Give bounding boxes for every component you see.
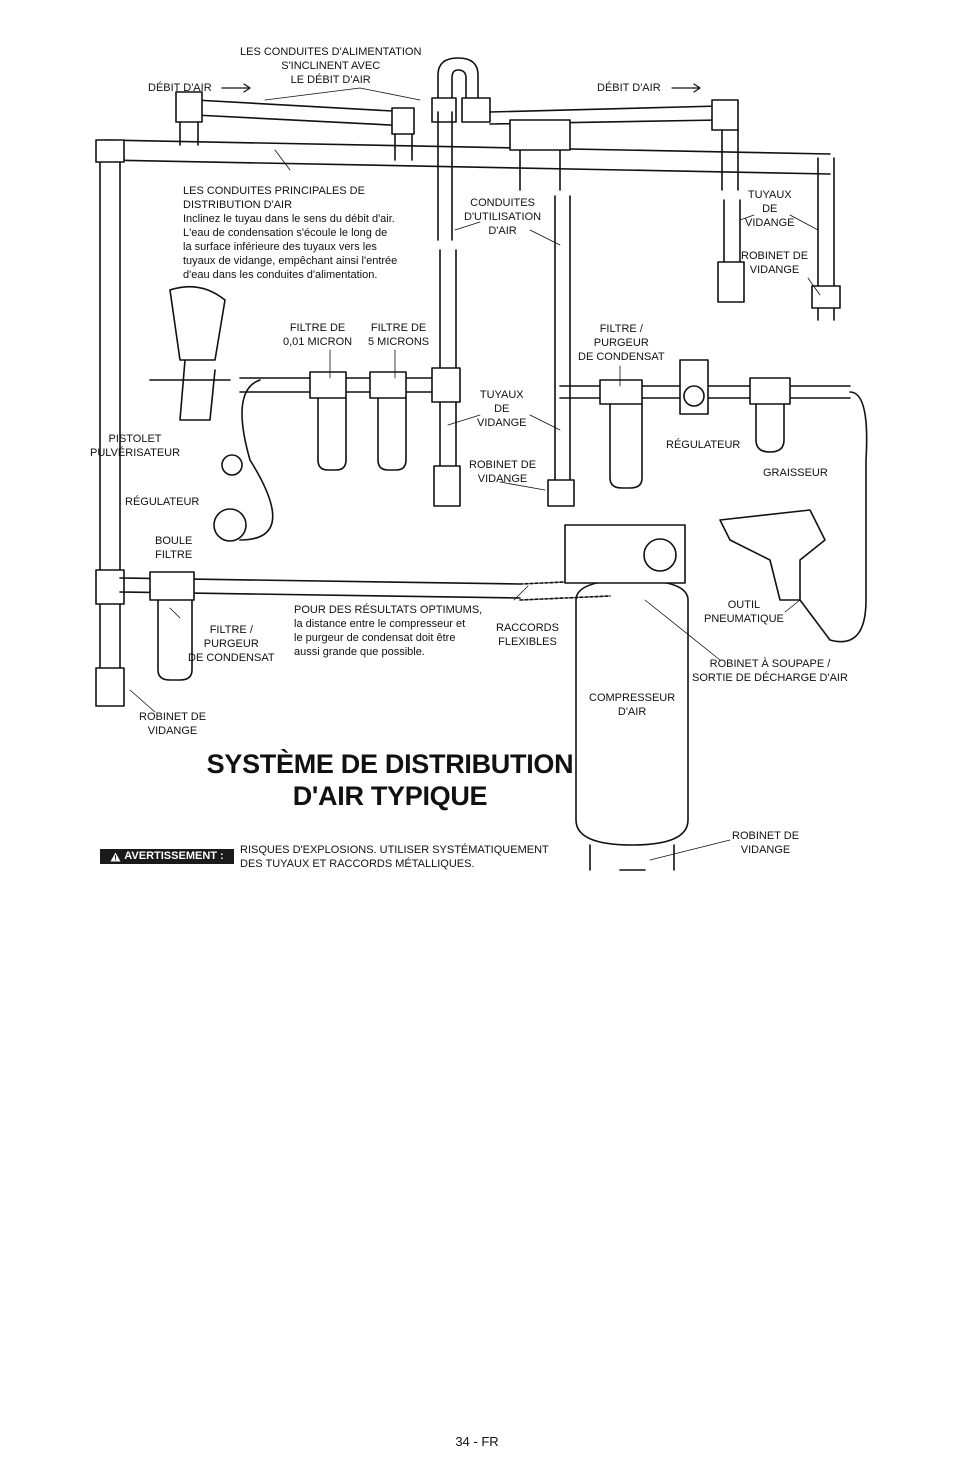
filter-drain-left-bowl: [157, 599, 193, 681]
filter-drain-bowl: [609, 403, 643, 489]
drain-valve-left-label: ROBINET DE VIDANGE: [139, 711, 207, 737]
compressor-label: COMPRESSEUR D'AIR: [589, 692, 676, 718]
arrow-right-icon: [671, 83, 701, 93]
main-lines-label: LES CONDUITES PRINCIPALES DE DISTRIBUTIO…: [183, 185, 398, 281]
filter-drain-left-label: FILTRE / PURGEUR DE CONDENSAT: [188, 624, 275, 664]
spray-gun-icon: [149, 285, 231, 421]
gooseneck-pipe: [437, 57, 479, 113]
lubricator-label: GRAISSEUR: [763, 467, 828, 479]
warning-badge-label: AVERTISSEMENT :: [124, 850, 224, 862]
warning-badge: AVERTISSEMENT :: [100, 849, 234, 864]
air-tool-label: OUTIL PNEUMATIQUE: [704, 599, 784, 625]
regulator-right-label: RÉGULATEUR: [666, 439, 741, 451]
hose-left: [239, 379, 274, 541]
drain-pipes-right-label: TUYAUX DE VIDANGE: [745, 189, 795, 229]
left-vertical-pipe: [99, 159, 121, 706]
drain-pipes-mid-label: TUYAUX DE VIDANGE: [477, 389, 527, 429]
ball-filter-label: BOULE FILTRE: [155, 535, 193, 561]
air-flow-left-label: DÉBIT D'AIR: [148, 82, 212, 94]
warning-triangle-icon: [110, 852, 121, 861]
air-distribution-diagram: [95, 57, 868, 871]
page-title: SYSTÈME DE DISTRIBUTION D'AIR TYPIQUE: [206, 749, 574, 811]
air-flow-right-label: DÉBIT D'AIR: [597, 82, 661, 94]
regulator-left-label: RÉGULATEUR: [125, 496, 200, 508]
feed-lines-label: LES CONDUITES D'ALIMENTATION S'INCLINENT…: [240, 46, 422, 86]
filter-5-bowl: [377, 397, 407, 471]
feed-pipe-left: [194, 99, 411, 127]
optimum-note: POUR DES RÉSULTATS OPTIMUMS, la distance…: [294, 604, 483, 658]
flex-fittings-label: RACCORDS FLEXIBLES: [496, 622, 559, 648]
use-lines-label: CONDUITES D'UTILISATION D'AIR: [464, 197, 542, 237]
air-tool-icon: [719, 509, 826, 601]
drain-valve-tank-label: ROBINET DE VIDANGE: [732, 830, 800, 856]
filter-0-01-label: FILTRE DE 0,01 MICRON: [283, 322, 353, 348]
drain-valve-right-label: ROBINET DE VIDANGE: [741, 250, 809, 276]
lubricator-bowl: [755, 403, 785, 453]
spray-gun-label: PISTOLET PULVÉRISATEUR: [90, 433, 181, 459]
arrow-right-icon: [221, 83, 251, 93]
hose-right: [799, 391, 868, 643]
filter-drain-right-label: FILTRE / PURGEUR DE CONDENSAT: [578, 323, 665, 363]
drain-valve-mid-label: ROBINET DE VIDANGE: [469, 459, 537, 485]
main-distribution-pipe: [104, 139, 831, 175]
filter-5-label: FILTRE DE 5 MICRONS: [368, 322, 430, 348]
page-number: 34 - FR: [455, 1434, 499, 1449]
ball-valve-label: ROBINET À SOUPAPE / SORTIE DE DÉCHARGE D…: [692, 658, 848, 684]
filter-0-01-bowl: [317, 397, 347, 471]
warning-text: RISQUES D'EXPLOSIONS. UTILISER SYSTÉMATI…: [240, 844, 549, 870]
